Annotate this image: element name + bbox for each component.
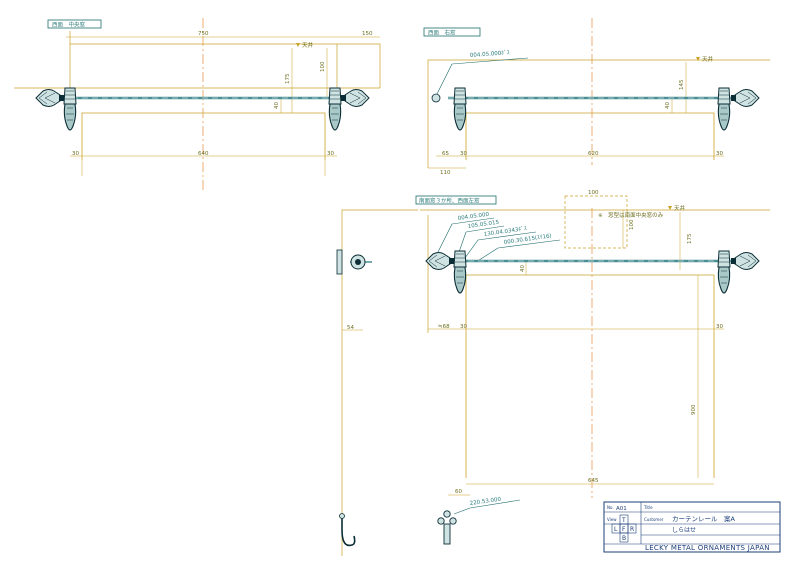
end-cap-icon — [431, 93, 441, 103]
view-label: View — [607, 517, 617, 522]
dim-h175: 175 — [687, 233, 693, 244]
dim-overall: 750 — [198, 31, 209, 37]
dim-d30b: 30 — [716, 324, 723, 330]
view-bracket-side: 54 — [336, 209, 418, 556]
bracket-right — [328, 87, 342, 131]
view-side-left: 南面窓３か所、西面左窓 100 100 ※ 窓型は南面中央窓のみ 天井 175 … — [415, 190, 770, 498]
dim-width: 645 — [588, 478, 599, 484]
dim-h145: 145 — [679, 79, 685, 90]
dim-h100: 100 — [320, 61, 326, 72]
window-outline — [465, 112, 715, 160]
dim-d30b: 30 — [716, 151, 723, 157]
company-name: LECKY METAL ORNAMENTS JAPAN — [645, 544, 770, 552]
window-outline — [465, 274, 715, 478]
dim-h100: 100 — [629, 219, 635, 230]
dim-left30: 30 — [72, 151, 79, 157]
bracket-right — [717, 250, 731, 294]
view-label-box — [47, 19, 102, 29]
note: ※ 窓型は南面中央窓のみ — [598, 211, 664, 219]
customer-name: しらはせ — [672, 527, 696, 534]
bracket-left — [63, 87, 77, 131]
wall-line — [341, 209, 418, 556]
dim-d54: 54 — [347, 325, 354, 331]
ceiling-label: 天井 — [302, 41, 314, 49]
leader-line — [435, 63, 453, 97]
wall-outline — [69, 31, 381, 88]
hook-detail-icon — [437, 517, 445, 525]
view-hook-detail: 60 220.53.000 — [437, 489, 521, 545]
view-code-b: B — [622, 535, 626, 542]
dim-d65: 65 — [442, 151, 449, 157]
finial-right — [340, 89, 370, 107]
hook-side-icon — [341, 514, 356, 547]
wall-outline — [427, 59, 770, 168]
view-code-t: T — [621, 517, 626, 524]
view-code-r: R — [630, 526, 634, 533]
view-front-right: 西面 右窓 天井 145 40 004.05.000ﾎﾞｽ 65 30 620 … — [423, 18, 770, 176]
part-callout: 220.53.000 — [469, 497, 502, 507]
dim-h40: 40 — [520, 265, 526, 272]
bracket-left — [453, 87, 467, 131]
dim-d30a: 30 — [460, 151, 467, 157]
dim-w100: 100 — [588, 190, 599, 196]
drawing-no: A01 — [616, 506, 627, 512]
view-label: 南面窓３か所、西面左窓 — [419, 197, 480, 205]
dim-h40: 40 — [665, 102, 671, 109]
title-label: Title — [643, 505, 653, 510]
part-callout-2: 105.05.015 — [467, 220, 500, 230]
window-outline — [81, 112, 326, 160]
bracket-left — [453, 250, 467, 294]
dim-width: 620 — [588, 151, 599, 157]
dim-width: 640 — [198, 151, 209, 157]
dim-right30: 30 — [327, 151, 334, 157]
view-code-l: L — [614, 526, 618, 533]
finial-left — [425, 252, 455, 270]
finial-right — [730, 89, 760, 107]
dim-d110: 110 — [440, 170, 451, 176]
view-label: 西面 右窓 — [428, 29, 456, 37]
view-front-center: 西面 中央窓 750 150 天井 175 100 40 30 — [14, 18, 381, 190]
dim-d30a: 30 — [460, 324, 467, 330]
view-label: 西面 中央窓 — [52, 21, 86, 29]
view-label-box — [423, 27, 481, 37]
part-callout: 004.05.000ﾎﾞｽ — [470, 49, 510, 59]
drawing-title: カーテンレール 案A — [672, 514, 736, 523]
drawing-no-label: No. — [607, 505, 614, 510]
finial-left — [35, 89, 65, 107]
ceiling-label: 天井 — [702, 55, 714, 63]
part-callout-1: 004.05.000 — [457, 212, 490, 222]
customer-label: Customer — [644, 517, 664, 522]
finial-right — [730, 252, 760, 270]
view-code-f: F — [622, 526, 626, 533]
dim-h175: 175 — [285, 73, 291, 84]
dim-h40: 40 — [274, 102, 280, 109]
dim-d68: ≒68 — [438, 324, 450, 330]
ceiling-label: 天井 — [674, 204, 686, 212]
bracket-right — [717, 87, 731, 131]
dim-side: 150 — [362, 31, 373, 37]
dim-d60: 60 — [455, 489, 462, 495]
title-block: No. A01 Title Customer カーテンレール 案A しらはせ V… — [603, 501, 781, 553]
dim-h900: 900 — [691, 404, 697, 415]
view-label-box — [415, 195, 497, 205]
window-top-dashed — [564, 195, 628, 249]
